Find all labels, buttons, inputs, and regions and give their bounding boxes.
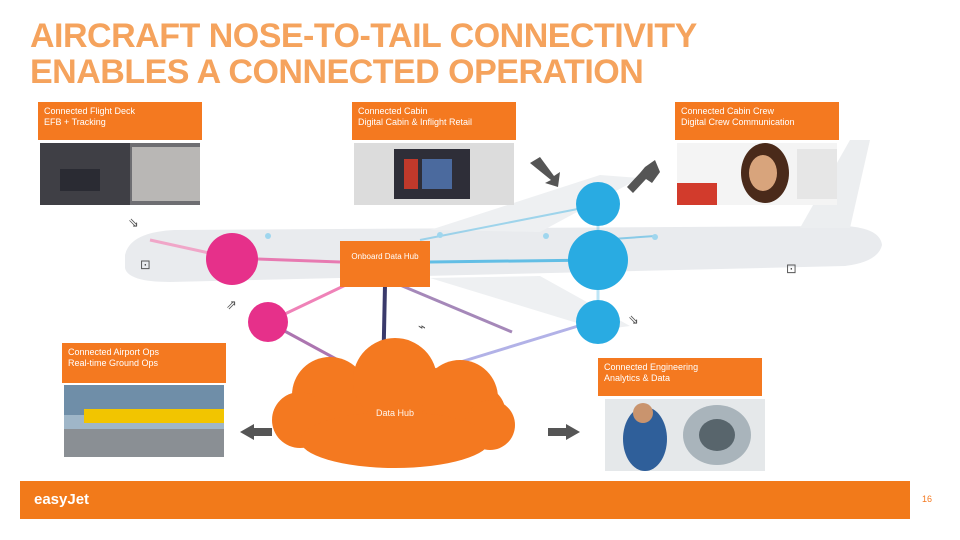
marker-3 <box>543 233 549 239</box>
callout-flight-deck: Connected Flight Deck EFB + Tracking <box>38 102 202 140</box>
link-hub-cloud2 <box>399 283 513 334</box>
cabin-photo <box>354 143 514 205</box>
ground-sign <box>84 409 224 423</box>
ground-floor <box>64 429 224 457</box>
title-line-2: ENABLES A CONNECTED OPERATION <box>30 53 644 91</box>
signal-icon: ⇘ <box>628 313 639 328</box>
pink-node-bottom <box>248 302 288 342</box>
marker-1 <box>265 233 271 239</box>
blue-node-middle <box>568 230 628 290</box>
marker-2 <box>437 232 443 238</box>
cabin-screen-blue <box>422 159 452 189</box>
data-cloud <box>272 338 515 468</box>
arrow-cabin <box>530 157 560 187</box>
signal-icon: ⊡ <box>786 262 797 277</box>
arrows <box>240 157 660 440</box>
cabin-screen-red <box>404 159 418 189</box>
marker-4 <box>652 234 658 240</box>
crew-panel <box>797 149 837 199</box>
crew-red <box>677 183 717 205</box>
cloud-part-3 <box>353 338 437 422</box>
callout-cabin: Connected Cabin Digital Cabin & Inflight… <box>352 102 516 140</box>
callout-crew: Connected Cabin Crew Digital Crew Commun… <box>675 102 839 140</box>
blue-node-bottom <box>576 300 620 344</box>
ground-image <box>64 385 224 457</box>
signal-icon: ⇗ <box>226 298 237 313</box>
fd-screen <box>60 169 100 191</box>
arrow-ground <box>240 424 272 440</box>
eng-person <box>623 407 667 471</box>
cabin-image <box>354 143 514 205</box>
footer-brand-logo: easyJet <box>34 491 90 508</box>
signal-icon: ⊡ <box>140 258 151 273</box>
pink-node-top <box>206 233 258 285</box>
cloud-part-7 <box>300 412 490 468</box>
eng-head <box>633 403 653 423</box>
flight-deck-photo <box>40 143 200 205</box>
arrow-crew <box>627 160 660 193</box>
ground-photo <box>64 385 224 457</box>
arrow-engineering <box>548 424 580 440</box>
link-blue-top <box>419 204 599 241</box>
engineering-image <box>605 399 765 471</box>
flight-deck-image <box>40 143 200 205</box>
blue-node-top <box>576 182 620 226</box>
crew-face <box>749 155 777 191</box>
callout-engineering: Connected Engineering Analytics & Data <box>598 358 762 396</box>
callout-ground: Connected Airport Ops Real-time Ground O… <box>62 343 226 383</box>
crew-photo <box>677 143 837 205</box>
hub-box <box>340 241 430 287</box>
page-number: 16 <box>922 494 933 504</box>
fd-window <box>132 147 200 201</box>
fuselage-markers <box>265 232 658 240</box>
signal-icon: ⌁ <box>418 320 426 335</box>
title-line-1: AIRCRAFT NOSE-TO-TAIL CONNECTIVITY <box>30 17 697 55</box>
eng-engine-inner <box>699 419 735 451</box>
aircraft <box>125 140 882 330</box>
aircraft-fuselage <box>125 226 882 282</box>
crew-image <box>677 143 837 205</box>
engineering-photo <box>605 399 765 471</box>
page-title: AIRCRAFT NOSE-TO-TAIL CONNECTIVITY ENABL… <box>30 18 750 90</box>
footer-bar: easyJet <box>20 481 910 519</box>
signal-icon: ⇘ <box>128 216 139 231</box>
